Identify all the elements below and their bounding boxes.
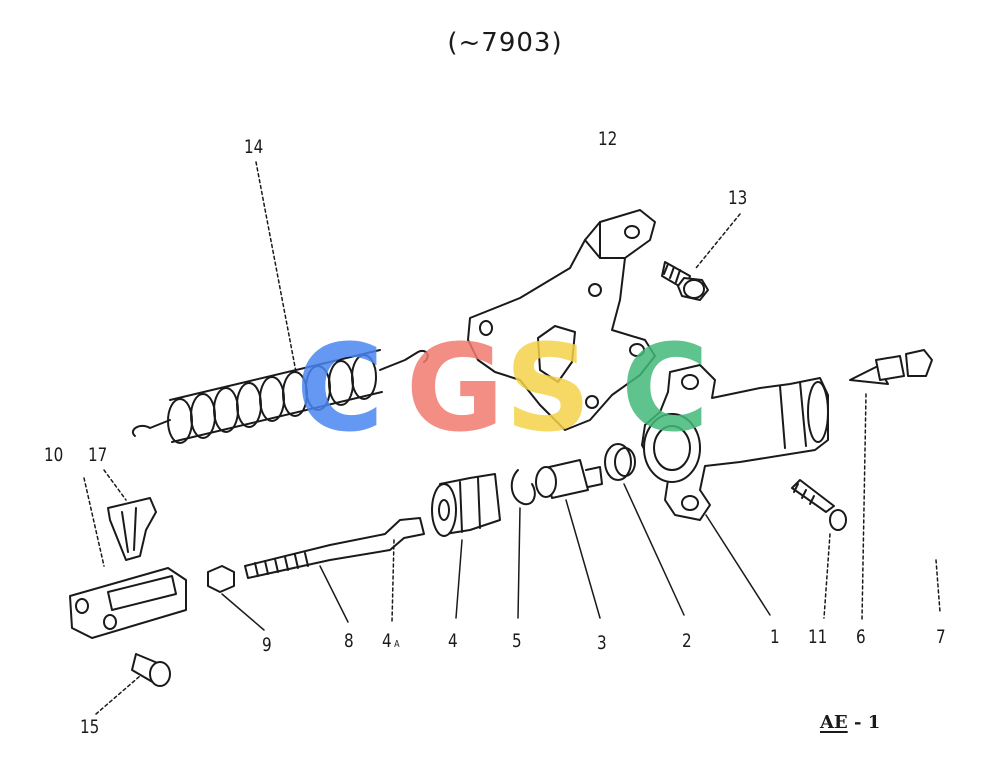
callout-4: 4: [448, 630, 458, 652]
page-code-number: - 1: [853, 712, 881, 733]
page-code: AE - 1: [820, 712, 880, 733]
callout-14: 14: [244, 136, 264, 158]
part-12-bracket: [467, 209, 656, 431]
callout-13: 13: [728, 187, 748, 209]
callout-6: 6: [856, 626, 866, 648]
part-8-push-rod: [244, 517, 425, 623]
part-10-clevis: [69, 477, 187, 639]
callout-4a-number: 4: [382, 630, 392, 652]
callout-4a-suffix: A: [394, 639, 400, 650]
part-6-bleeder: [849, 349, 933, 621]
part-2-cup: [604, 443, 685, 616]
part-9-nut: [207, 565, 265, 631]
callout-9: 9: [262, 634, 272, 656]
callout-8: 8: [344, 630, 354, 652]
part-13-bolt: [661, 213, 741, 301]
part-7-leader: [935, 559, 941, 613]
part-3-piston: [535, 459, 603, 619]
callout-15: 15: [80, 716, 100, 738]
model-range-heading: (~7903): [447, 28, 563, 58]
part-11-bolt: [791, 479, 847, 619]
callout-7: 7: [936, 626, 946, 648]
callout-17: 17: [88, 444, 108, 466]
part-1-cylinder-body: [641, 364, 829, 616]
callout-1: 1: [770, 626, 780, 648]
callout-11: 11: [808, 626, 828, 648]
callout-3: 3: [597, 632, 607, 654]
part-14-spring: [131, 161, 429, 444]
page-code-letters: AE: [820, 712, 848, 733]
part-5-snap-ring: [510, 469, 536, 619]
callout-5: 5: [512, 630, 522, 652]
part-15-pin: [95, 653, 171, 715]
callout-12: 12: [598, 128, 618, 150]
callout-2: 2: [682, 630, 692, 652]
callout-10: 10: [44, 444, 64, 466]
part-4-boot: [431, 473, 501, 619]
part-17-clip: [103, 469, 157, 561]
